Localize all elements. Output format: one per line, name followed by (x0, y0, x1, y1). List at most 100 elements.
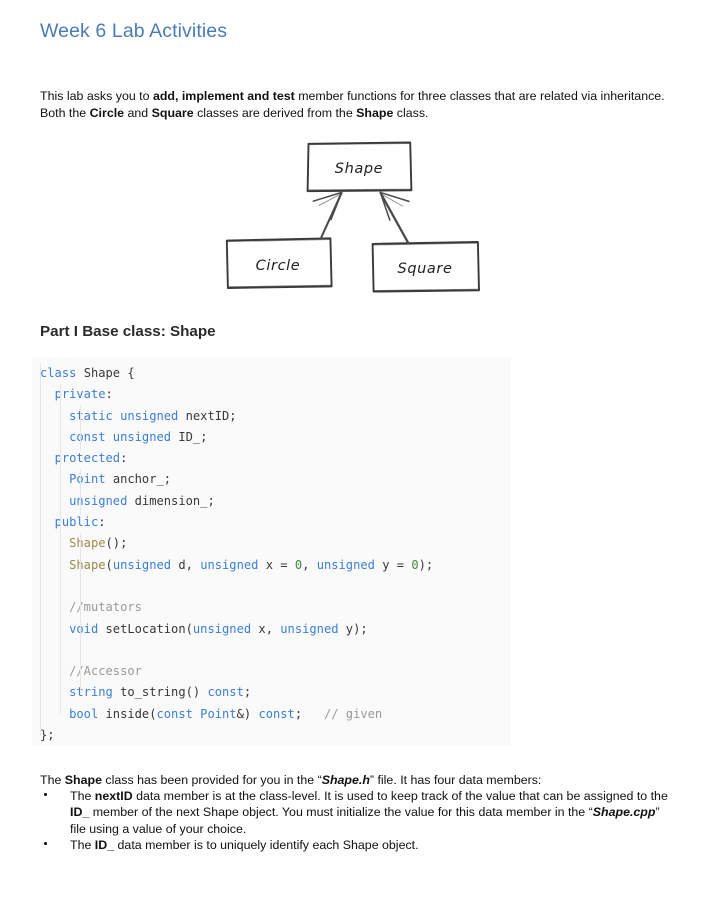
code-token: Shape (69, 536, 106, 551)
code-line: unsigned dimension_; (40, 491, 511, 512)
list-item: The ID_ data member is to uniquely ident… (40, 837, 675, 853)
code-token: y); (338, 621, 368, 636)
code-token: 0 (411, 557, 419, 572)
code-token: const (258, 706, 295, 721)
code-token (40, 664, 69, 678)
code-token: ID_; (178, 429, 208, 444)
code-token: unsigned (200, 557, 259, 572)
list-item: The nextID data member is at the class-l… (40, 788, 675, 837)
code-token: Point (69, 472, 113, 487)
code-token: to_string() (120, 685, 208, 700)
bullet-dot-icon (44, 793, 48, 797)
code-lines: class Shape { private: static unsigned n… (40, 363, 511, 745)
list-item-text: ” file using a value of your choice. (70, 805, 660, 836)
code-token: class (40, 366, 84, 380)
code-token: string (69, 685, 121, 700)
indent-guide (40, 363, 41, 735)
code-token (40, 600, 69, 614)
diagram-label-shape: Shape (335, 161, 383, 177)
code-block-shape-class: class Shape { private: static unsigned n… (32, 357, 511, 745)
code-line: Point anchor_; (40, 469, 511, 490)
list-item-text: nextID (94, 789, 133, 803)
code-token (40, 622, 69, 636)
code-token: bool (69, 706, 106, 721)
list-item-text: data member is to uniquely identify each… (114, 838, 419, 853)
code-token: dimension_; (134, 493, 215, 508)
code-token (40, 558, 69, 572)
code-token: unsigned (192, 621, 252, 636)
outro-text-1: The (40, 773, 65, 788)
code-token: private (54, 387, 106, 402)
code-line: Shape(); (40, 533, 511, 554)
code-token: (); (105, 536, 128, 551)
code-token: : (98, 515, 106, 530)
code-token: protected (54, 451, 121, 466)
intro-text-1: This lab asks you to (40, 89, 153, 104)
code-line: }; (40, 725, 511, 745)
code-token: ( (105, 557, 113, 572)
code-token (40, 430, 69, 444)
intro-text-4: classes are derived from the (193, 105, 357, 120)
code-token: const unsigned (69, 429, 179, 444)
list-item-text: member of the next Shape object. You mus… (89, 805, 593, 820)
code-line: Shape(unsigned d, unsigned x = 0, unsign… (40, 555, 511, 576)
code-token (40, 409, 69, 423)
code-token (40, 387, 55, 401)
code-token: anchor_; (112, 472, 172, 487)
intro-text-2: member functions for three classes that … (40, 89, 665, 120)
code-line: private: (40, 384, 511, 405)
list-item-text: The (70, 789, 95, 803)
code-token: , (302, 557, 317, 572)
diagram-node-shape (306, 141, 413, 193)
list-item-text: The (70, 838, 95, 853)
diagram-edge-square-to-shape (379, 191, 410, 244)
outro-file-shape-h: Shape.h (321, 773, 370, 788)
diagram-edge-circle-to-shape (312, 191, 343, 240)
code-content: class Shape { private: static unsigned n… (32, 357, 511, 745)
intro-bold-3: Square (151, 105, 194, 120)
indent-guide (80, 533, 81, 693)
code-token: static unsigned (69, 408, 186, 423)
code-token: d, (171, 557, 201, 572)
code-token: unsigned (69, 493, 135, 508)
code-token: ; (243, 685, 252, 700)
code-token: : (105, 387, 113, 402)
code-token: Shape (69, 557, 106, 572)
diagram-node-square (371, 241, 480, 293)
uml-inheritance-diagram: Shape Circle Square (180, 130, 520, 310)
code-line: //Accessor (40, 661, 511, 682)
code-token: ( (185, 621, 193, 636)
code-token: // given (323, 706, 383, 721)
code-token: { (127, 366, 135, 380)
code-line (40, 576, 511, 597)
intro-paragraph: This lab asks you to add, implement and … (40, 88, 665, 121)
code-token: ; (294, 706, 324, 721)
code-line: public: (40, 512, 511, 533)
code-token: setLocation (105, 621, 186, 636)
code-token: inside( (105, 706, 157, 721)
code-token: unsigned (112, 557, 172, 572)
intro-bold-2: Circle (89, 105, 125, 120)
code-line: static unsigned nextID; (40, 406, 511, 427)
code-token: x = (258, 557, 295, 572)
code-token: const Point (156, 706, 237, 721)
code-token: public (54, 515, 99, 530)
code-line: bool inside(const Point&) const; // give… (40, 704, 511, 725)
code-token: ); (418, 557, 434, 572)
code-token: unsigned (316, 557, 375, 572)
code-token: nextID; (185, 408, 237, 423)
code-line (40, 640, 511, 661)
code-token (40, 707, 69, 721)
code-token (40, 685, 69, 699)
code-token (40, 536, 69, 550)
code-line: void setLocation(unsigned x, unsigned y)… (40, 619, 511, 640)
code-token: x, (251, 621, 281, 636)
code-token: 0 (294, 557, 303, 572)
page-title: Week 6 Lab Activities (40, 20, 228, 42)
section-heading-part-i: Part I Base class: Shape (40, 323, 216, 340)
intro-text-3: and (124, 105, 152, 120)
list-item-text: ID_ (94, 838, 115, 853)
code-token (40, 472, 69, 486)
code-token (40, 515, 55, 529)
